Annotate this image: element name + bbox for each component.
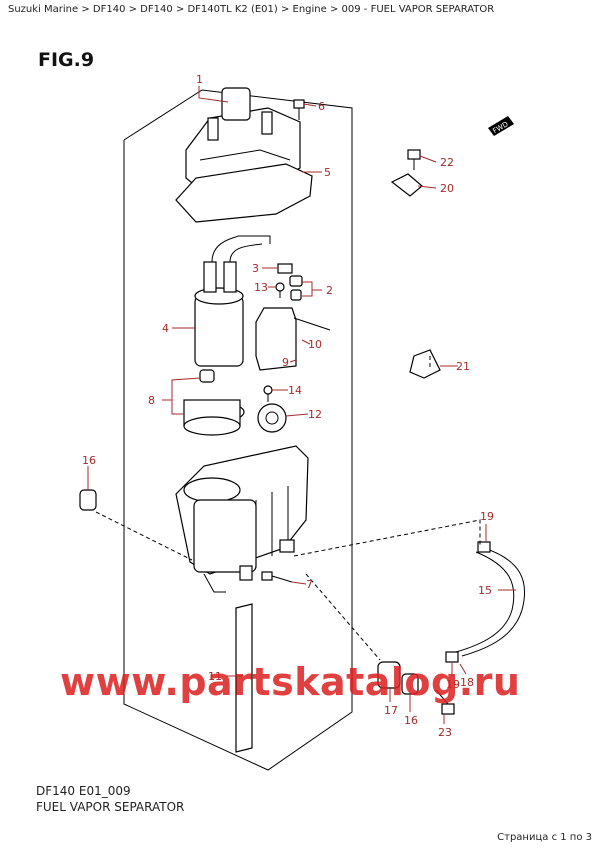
fuel-hose-part — [461, 547, 526, 657]
clamp-part-20 — [390, 173, 423, 197]
callout-6: 6 — [318, 100, 325, 113]
callout-21: 21 — [456, 360, 470, 373]
grommet-part-left — [79, 489, 97, 511]
callout-11: 11 — [208, 670, 222, 683]
leader-lines — [87, 86, 516, 724]
callout-13: 13 — [254, 281, 268, 294]
pipe-clip-part — [277, 263, 293, 274]
pressure-regulator-part — [257, 403, 287, 433]
callout-17: 17 — [384, 704, 398, 717]
pump-holder-part — [183, 369, 245, 436]
watermark: www.partskatalog.ru — [60, 660, 521, 704]
figure-label: FIG.9 — [38, 49, 95, 71]
screw-part — [293, 99, 305, 120]
callout-18: 18 — [460, 676, 474, 689]
guide-line-3 — [305, 573, 381, 661]
guide-line-2 — [293, 519, 481, 557]
fwd-label: FWD — [492, 120, 510, 135]
bolt-part-23 — [435, 689, 455, 715]
callout-7: 7 — [306, 578, 313, 591]
callout-14: 14 — [288, 384, 302, 397]
pump-cover-part — [255, 307, 297, 371]
guide-line-1 — [95, 511, 193, 561]
breadcrumb[interactable]: Suzuki Marine > DF140 > DF140 > DF140TL … — [8, 4, 495, 15]
diagram-title: FUEL VAPOR SEPARATOR — [36, 800, 185, 814]
callout-10: 10 — [308, 338, 322, 351]
grommet-part-17 — [377, 661, 401, 689]
diagram-code: DF140 E01_009 — [36, 784, 131, 798]
gasket-part — [175, 163, 313, 223]
callout-15: 15 — [478, 584, 492, 597]
bolt-part-22 — [407, 149, 421, 170]
callout-labels: 1 6 5 22 20 3 2 13 4 10 9 21 8 14 12 16 … — [82, 73, 494, 739]
callout-9: 9 — [282, 356, 289, 369]
drain-hose-part — [235, 603, 253, 753]
callout-23: 23 — [438, 726, 452, 739]
callout-1: 1 — [196, 73, 203, 86]
callout-8: 8 — [148, 394, 155, 407]
forward-direction-arrow — [488, 116, 514, 136]
callout-5: 5 — [324, 166, 331, 179]
callout-12: 12 — [308, 408, 322, 421]
callout-19-bottom: 19 — [446, 678, 460, 691]
hose-clip-part-21 — [409, 349, 441, 379]
wire-harness-part — [293, 317, 331, 331]
callout-16-right: 16 — [404, 714, 418, 727]
frame-box — [123, 89, 353, 771]
callout-16-left: 16 — [82, 454, 96, 467]
callout-2: 2 — [326, 284, 333, 297]
page-counter: Страница с 1 по 3 — [497, 832, 592, 843]
separator-body-part — [175, 445, 309, 593]
hose-clamp-part-19-top — [477, 541, 491, 553]
hose-fitting-part — [289, 275, 303, 301]
callout-22: 22 — [440, 156, 454, 169]
fuel-pump-part — [194, 235, 271, 367]
bolt-part-13 — [275, 282, 285, 298]
callout-3: 3 — [252, 262, 259, 275]
callout-4: 4 — [162, 322, 169, 335]
bolt-part-14 — [263, 385, 273, 402]
callout-20: 20 — [440, 182, 454, 195]
callout-19-top: 19 — [480, 510, 494, 523]
screw-part-7 — [261, 571, 293, 583]
